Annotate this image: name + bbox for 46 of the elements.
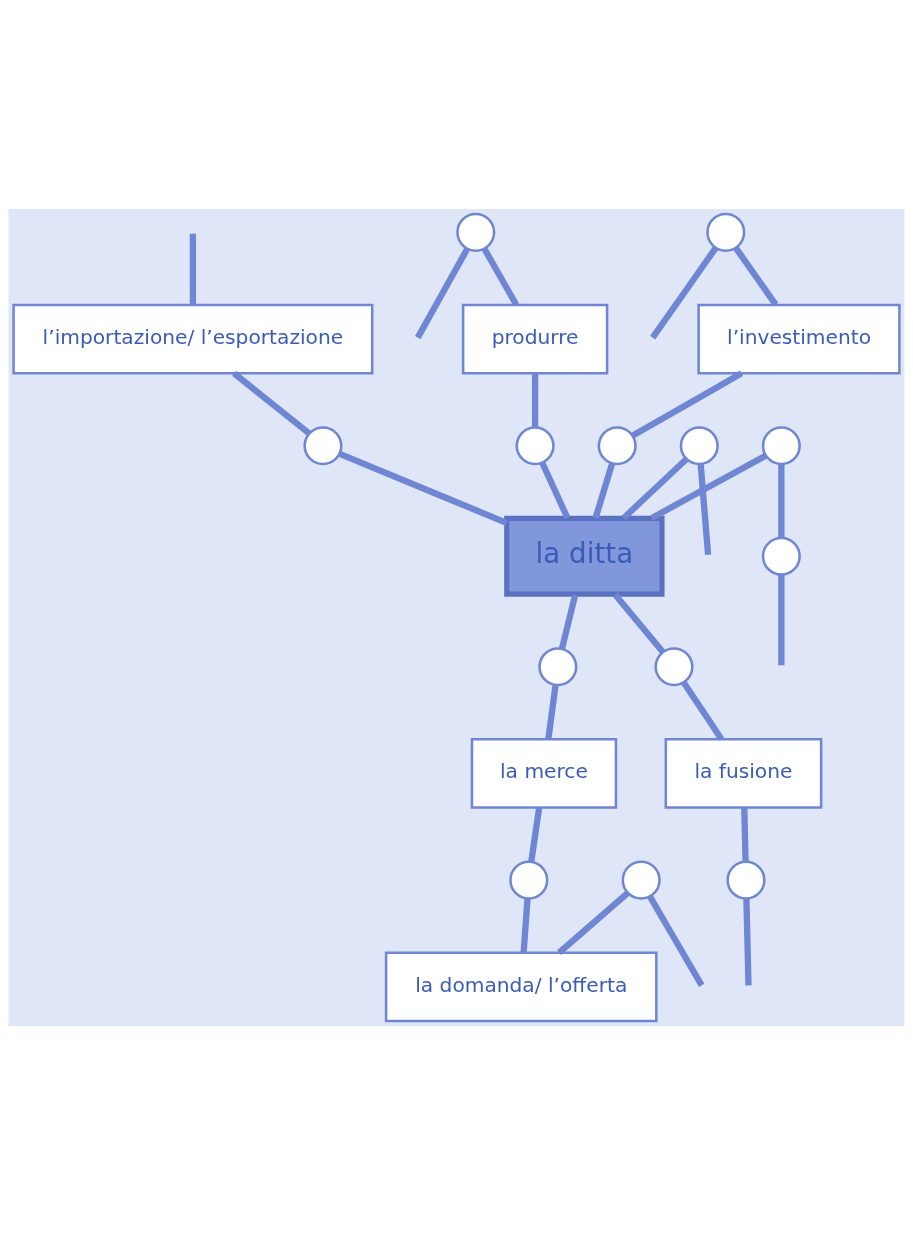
node-circle <box>597 426 637 466</box>
connector <box>778 574 785 666</box>
connector <box>743 898 752 986</box>
node-circle <box>621 860 661 900</box>
connector <box>621 456 689 521</box>
connector <box>649 452 768 521</box>
node-box: la merce <box>470 738 618 809</box>
connector <box>520 898 531 953</box>
node-circle <box>509 860 549 900</box>
connector <box>650 246 719 340</box>
connector <box>778 464 785 538</box>
connector <box>631 370 744 439</box>
connector <box>647 894 705 987</box>
node-circle <box>515 426 555 466</box>
connector <box>338 451 508 526</box>
node-box: la ditta <box>504 515 665 597</box>
connector <box>481 247 519 307</box>
connector <box>681 680 724 741</box>
node-circle <box>706 212 746 252</box>
node-circle <box>538 647 578 687</box>
connector <box>697 464 712 556</box>
node-circle <box>761 536 801 576</box>
connector <box>539 461 571 520</box>
node-circle <box>726 860 766 900</box>
connector <box>528 807 543 862</box>
connector <box>733 246 779 307</box>
node-circle <box>303 426 343 466</box>
connector <box>612 592 666 654</box>
node-box: la domanda/ l’offerta <box>384 951 658 1023</box>
connector <box>557 890 630 956</box>
node-box: l’investimento <box>697 303 901 375</box>
connector <box>189 233 197 305</box>
connector <box>232 370 311 436</box>
connector <box>545 684 559 740</box>
connector <box>531 373 539 428</box>
connector <box>592 462 616 520</box>
node-box: la fusione <box>664 738 823 809</box>
node-circle <box>679 426 719 466</box>
node-circle <box>654 647 694 687</box>
node-box: produrre <box>461 303 609 375</box>
node-circle <box>761 426 801 466</box>
node-box: l’importazione/ l’esportazione <box>12 303 374 375</box>
connector <box>741 807 749 862</box>
connector <box>558 593 579 650</box>
node-circle <box>456 212 496 252</box>
connector <box>415 247 470 340</box>
